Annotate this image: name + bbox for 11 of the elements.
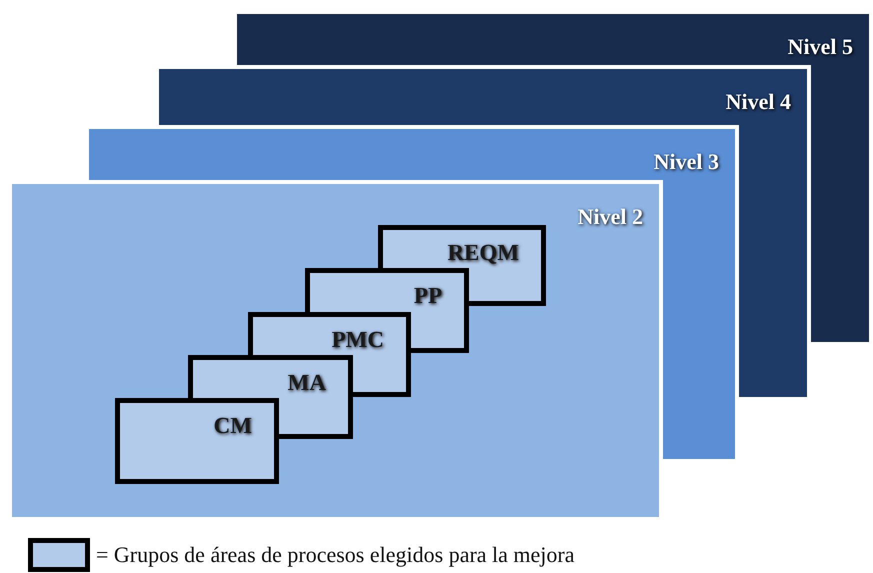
area-label: PP bbox=[414, 283, 442, 309]
legend-text: = Grupos de áreas de procesos elegidos para la mejora bbox=[96, 542, 574, 568]
area-label: MA bbox=[288, 370, 326, 396]
level-label: Nivel 3 bbox=[654, 149, 719, 175]
level-label: Nivel 4 bbox=[726, 89, 791, 115]
level-label: Nivel 5 bbox=[788, 34, 853, 60]
process-area-box bbox=[115, 398, 279, 484]
area-label: PMC bbox=[332, 327, 384, 353]
area-label: REQM bbox=[447, 240, 519, 266]
area-label: CM bbox=[214, 413, 252, 439]
level-label: Nivel 2 bbox=[578, 204, 643, 230]
